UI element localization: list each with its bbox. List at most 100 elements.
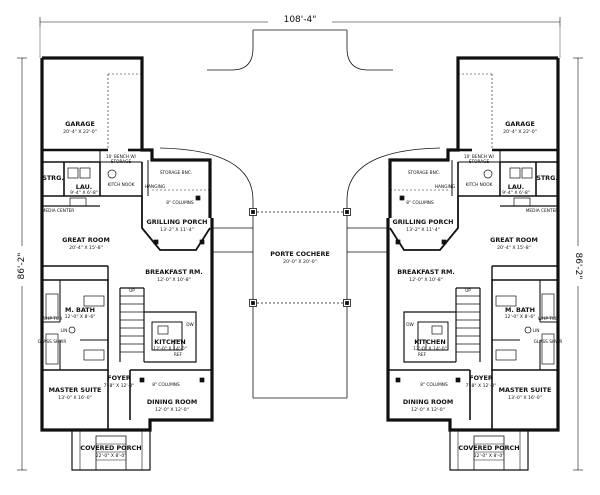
overall-depth-label-right: 86'-2" — [573, 252, 583, 279]
right-unit: GARAGE 20'-4" X 22'-0" 10' BENCH W/ STOR… — [386, 56, 562, 471]
garage-label: GARAGE — [65, 120, 95, 128]
fireplace-icon — [69, 197, 87, 207]
refrigerator-icon — [417, 339, 427, 351]
kitch-nook-label: KITCH NOOK — [108, 182, 135, 188]
breakfast-size: 12'-0" X 10'-8" — [409, 277, 443, 283]
master-suite-label: MASTER SUITE — [49, 386, 102, 394]
grilling-porch-size: 13'-2" X 11'-4" — [406, 227, 440, 233]
porte-cochere-size: 20'-0" X 20'-0" — [283, 259, 317, 265]
foyer-label: FOYER — [107, 374, 131, 382]
linen-label: LIN — [533, 328, 540, 334]
column-marker — [455, 377, 461, 383]
hanging-label: HANGING — [145, 184, 166, 190]
foyer-size: 7'-8" X 12'-0" — [466, 383, 497, 389]
great-room-size: 20'-4" X 15'-8" — [69, 245, 103, 251]
stair-treads — [456, 295, 480, 353]
covered-porch-label: COVERED PORCH — [80, 444, 141, 452]
garage-size: 20'-4" X 22'-0" — [63, 129, 97, 135]
porte-cochere-columns — [249, 208, 351, 307]
column-marker — [199, 239, 205, 245]
media-center-label: MEDIA CENTER — [42, 208, 75, 214]
overall-depth-dimension-right: 86'-2" — [572, 57, 586, 471]
foyer-label: FOYER — [469, 374, 493, 382]
range-icon — [431, 325, 443, 335]
grilling-porch-label: GRILLING PORCH — [393, 218, 454, 226]
range-icon — [157, 325, 169, 335]
garage-label: GARAGE — [505, 120, 535, 128]
dining-room-label: DINING ROOM — [147, 398, 197, 406]
tub-icon — [45, 293, 59, 319]
refrigerator-icon — [173, 339, 183, 351]
kitchen-size: 12'-0" X 14'-0" — [413, 346, 447, 352]
strg-label: STRG. — [536, 174, 558, 182]
media-center-label: MEDIA CENTER — [526, 208, 559, 214]
left-unit-walls — [40, 56, 214, 471]
glass-shower-label: GLASS SHWR — [38, 339, 67, 345]
master-bath-label: M. BATH — [65, 306, 95, 314]
overall-width-label: 108'-4" — [284, 15, 317, 25]
columns-mid-label: 8" COLUMNS — [420, 382, 448, 388]
dryer-icon — [509, 167, 521, 179]
overall-width-dimension: 108'-4" — [39, 12, 561, 58]
great-room-label: GREAT ROOM — [62, 236, 110, 244]
columns-top-label: 8" COLUMNS — [166, 200, 194, 206]
master-bath-size: 12'-0" X 8'-6" — [505, 314, 536, 320]
right-unit-walls — [386, 56, 560, 471]
washer-icon — [521, 167, 533, 179]
laundry-label: LAU. — [508, 183, 524, 191]
dishwasher-label: DW — [186, 322, 194, 328]
foyer-size: 7'-8" X 12'-0" — [104, 383, 135, 389]
up-label: UP — [129, 288, 135, 294]
master-bath-size: 12'-0" X 8'-6" — [65, 314, 96, 320]
vanity-icon — [495, 349, 517, 361]
breakfast-label: BREAKFAST RM. — [397, 268, 455, 276]
grilling-porch-label: GRILLING PORCH — [147, 218, 208, 226]
column-marker — [399, 195, 405, 201]
master-suite-size: 13'-0" X 16'-0" — [508, 395, 542, 401]
column-marker — [441, 239, 447, 245]
storage-bnc-label: STORAGE BNC. — [160, 170, 192, 176]
overall-depth-label-left: 86'-2" — [17, 252, 27, 279]
column-marker — [139, 377, 145, 383]
breakfast-label: BREAKFAST RM. — [145, 268, 203, 276]
laundry-size: 9'-4" X 6'-8" — [502, 190, 530, 196]
toilet-icon — [524, 326, 532, 334]
kitch-nook-label: KITCH NOOK — [466, 182, 493, 188]
up-label: UP — [465, 288, 471, 294]
whp-tub-label: WHP TUB — [538, 316, 558, 322]
vanity-icon — [83, 295, 105, 307]
garage-size: 20'-4" X 22'-0" — [503, 129, 537, 135]
overall-depth-dimension-left: 86'-2" — [14, 57, 28, 471]
linen-label: LIN — [61, 328, 68, 334]
great-room-label: GREAT ROOM — [490, 236, 538, 244]
shower-icon — [45, 333, 59, 365]
master-bath-label: M. BATH — [505, 306, 535, 314]
kitchen-size: 12'-0" X 14'-0" — [153, 346, 187, 352]
column-marker — [395, 239, 401, 245]
covered-porch-size: 22'-0" X 8'-0" — [474, 453, 505, 459]
column-marker — [153, 239, 159, 245]
column-marker — [195, 195, 201, 201]
right-unit-fixtures — [395, 167, 555, 383]
refrigerator-label: REF — [174, 352, 183, 358]
covered-porch-label: COVERED PORCH — [458, 444, 519, 452]
breakfast-size: 12'-0" X 10'-8" — [157, 277, 191, 283]
dining-room-size: 12'-0" X 12'-0" — [155, 407, 189, 413]
shower-icon — [541, 333, 555, 365]
stair-treads — [120, 295, 144, 353]
bench-storage-label: STORAGE — [469, 159, 490, 165]
porte-cochere-label: PORTE COCHERE — [270, 250, 330, 258]
covered-porch-size: 22'-0" X 8'-0" — [96, 453, 127, 459]
porte-cochere-area — [159, 29, 441, 399]
bench-storage-label: STORAGE — [111, 159, 132, 165]
dishwasher-label: DW — [406, 322, 414, 328]
grilling-porch-size: 13'-2" X 11'-4" — [160, 227, 194, 233]
columns-top-label: 8" COLUMNS — [406, 200, 434, 206]
sink-icon — [107, 169, 117, 179]
whp-tub-label: WHP TUB — [42, 316, 62, 322]
master-suite-label: MASTER SUITE — [499, 386, 552, 394]
column-marker — [199, 377, 205, 383]
laundry-size: 9'-4" X 6'-8" — [70, 190, 98, 196]
vanity-icon — [83, 349, 105, 361]
great-room-size: 20'-4" X 15'-8" — [497, 245, 531, 251]
